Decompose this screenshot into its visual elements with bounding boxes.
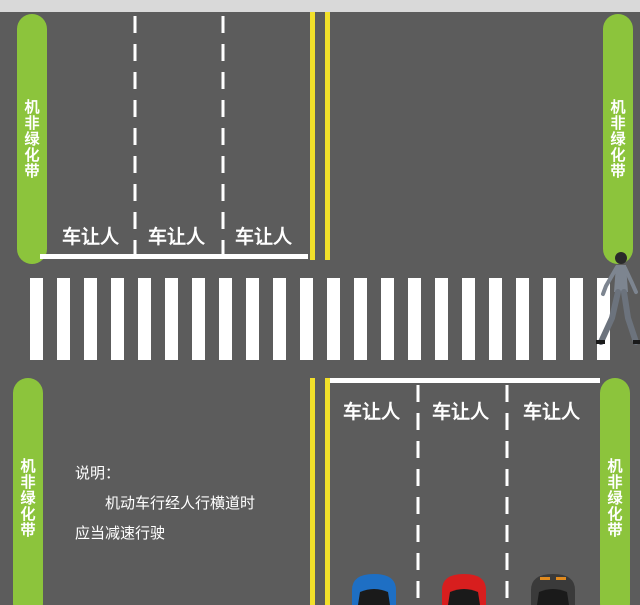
- center-line-yellow: [310, 378, 315, 605]
- green-belt-top-left: 机非绿化带: [17, 14, 47, 264]
- center-line-yellow: [325, 12, 330, 260]
- note-line-2: 应当减速行驶: [75, 524, 166, 542]
- lane-label: 车让人: [432, 401, 490, 423]
- green-belt-bottom-right: 机非绿化带: [600, 378, 630, 605]
- car-red: [442, 574, 486, 605]
- lane-label: 车让人: [62, 226, 120, 248]
- lane-label: 车让人: [235, 226, 293, 248]
- green-belt-label: 机非绿化带: [608, 99, 627, 179]
- green-belt-label: 机非绿化带: [18, 458, 37, 538]
- lane-label: 车让人: [523, 401, 581, 423]
- green-belt-bottom-left: 机非绿化带: [13, 378, 43, 605]
- center-line-yellow: [325, 378, 330, 605]
- lane-label: 车让人: [343, 401, 401, 423]
- lane-label: 车让人: [148, 226, 206, 248]
- green-belt-top-right: 机非绿化带: [603, 14, 633, 264]
- stop-line-top: [40, 254, 308, 259]
- green-belt-label: 机非绿化带: [605, 458, 624, 538]
- stop-line-bottom: [330, 378, 600, 383]
- note-line-1: 机动车行经人行横道时: [105, 494, 256, 512]
- top-edge: [0, 0, 640, 12]
- center-line-yellow: [310, 12, 315, 260]
- green-belt-label: 机非绿化带: [22, 99, 41, 179]
- note-title: 说明：: [75, 464, 121, 482]
- pedestrian-figure: [596, 252, 640, 345]
- zebra-crossing: [30, 278, 610, 360]
- car-blue: [352, 574, 396, 605]
- car-black: [531, 574, 575, 605]
